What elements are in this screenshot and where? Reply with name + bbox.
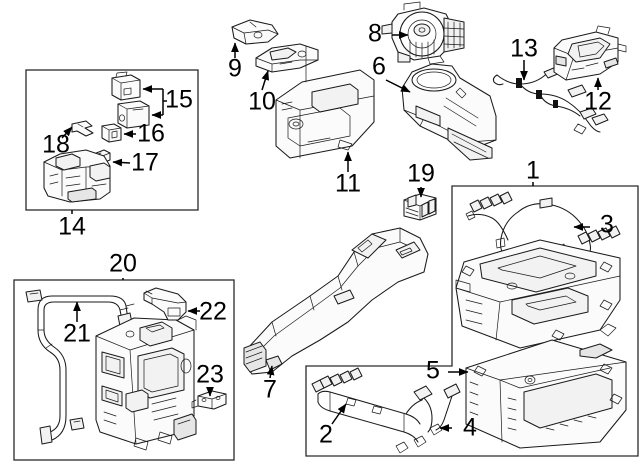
callout-11: 11: [335, 170, 361, 198]
part-8-blower-motor-fan: [381, 1, 465, 65]
group-14-border: [25, 69, 199, 211]
part-15-leader: [142, 85, 167, 119]
callout-1: 1: [526, 157, 540, 185]
part-18-terminal-bracket: [71, 120, 94, 137]
callout-22: 22: [199, 298, 227, 326]
part-23-retainer-clip: [191, 390, 227, 410]
group-box-14: [25, 69, 199, 214]
part-21-coolant-hose-assembly: [25, 289, 135, 445]
callout-7: 7: [263, 376, 277, 404]
callout-2: 2: [319, 421, 333, 449]
group-20-border: [13, 279, 235, 461]
callout-10: 10: [248, 88, 276, 116]
part-2-leader: [331, 403, 347, 425]
inverter-body: [95, 315, 197, 451]
callout-9: 9: [228, 55, 242, 83]
part-9-bracket-upper: [231, 19, 279, 45]
callout-19: 19: [407, 160, 435, 188]
part-2-battery-cable-harness: [311, 367, 461, 454]
part-6-leader: [385, 79, 411, 93]
callout-21: 21: [63, 320, 91, 348]
part-13-control-wiring-harness: [492, 49, 609, 135]
battery-pack-upper-frame: [455, 239, 621, 349]
part-11-battery-tray-panel: [275, 45, 375, 159]
part-22-mounting-bracket: [143, 287, 187, 321]
group-1-border: [305, 185, 639, 457]
group-box-1: [305, 182, 639, 457]
part-17-leader: [112, 158, 131, 167]
group-box-20: [13, 278, 235, 461]
junction-box-body: [43, 149, 111, 203]
part-6-blower-housing: [401, 63, 497, 161]
callout-15: 15: [165, 86, 193, 114]
part-7-leader: [266, 365, 275, 379]
callout-3: 3: [600, 211, 614, 239]
part-18-leader: [61, 126, 73, 139]
part-10-bracket-lower: [255, 43, 319, 73]
part-10-leader: [261, 70, 270, 91]
part-12-battery-control-module: [553, 25, 627, 81]
callout-12: 12: [584, 88, 612, 116]
callout-6: 6: [372, 53, 386, 81]
part-16-small-relay: [101, 123, 122, 143]
part-19-connector-block: [403, 193, 437, 221]
part-15-relay-b: [117, 100, 150, 129]
callout-4: 4: [463, 414, 477, 442]
callout-8: 8: [368, 20, 382, 48]
callout-23: 23: [196, 361, 224, 389]
callout-16: 16: [137, 120, 165, 148]
callout-20: 20: [109, 250, 137, 278]
callout-14: 14: [58, 213, 86, 241]
callout-17: 17: [131, 149, 159, 177]
part-15-relay-a: [111, 71, 141, 101]
part-5-battery-case-lower-tray: [465, 339, 627, 449]
callout-13: 13: [510, 35, 538, 63]
callout-5: 5: [426, 357, 440, 385]
